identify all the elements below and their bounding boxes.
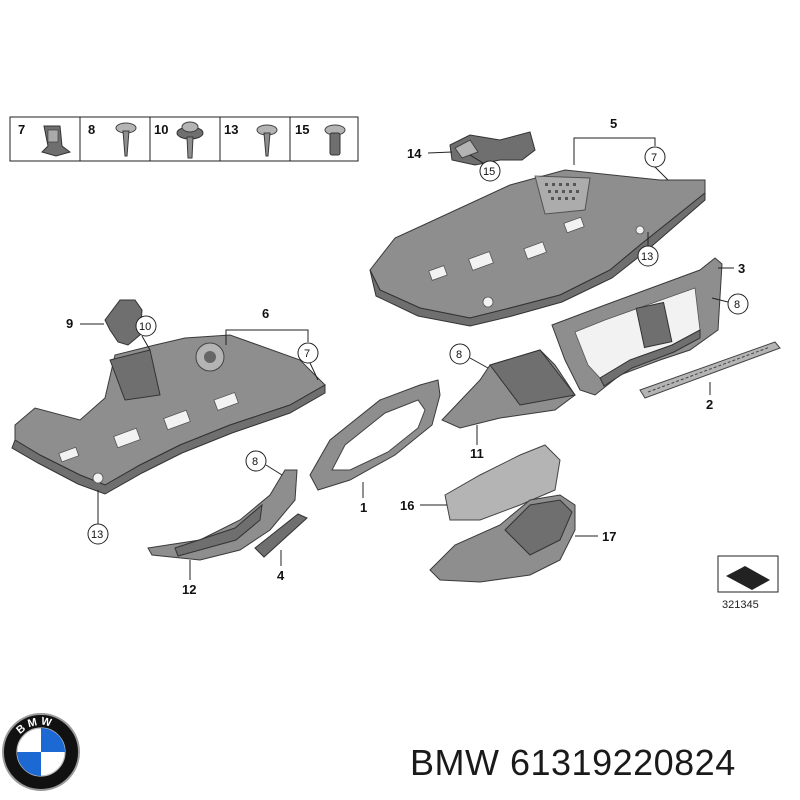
callout-13b: 13 [91, 529, 103, 541]
callout-4: 4 [277, 568, 285, 583]
small-plate [254, 513, 308, 558]
strip-label-7: 7 [18, 122, 25, 137]
callout-9: 9 [66, 316, 73, 331]
callout-11: 11 [470, 446, 484, 461]
strip-label-8: 8 [88, 122, 95, 137]
callout-14: 14 [407, 146, 422, 161]
latch-bracket [104, 299, 143, 346]
side-panel [441, 349, 576, 429]
screw-icon [256, 124, 278, 157]
bolt-icon [324, 124, 346, 156]
brand-part-caption: BMW 61319220824 [410, 742, 736, 783]
callout-8b: 8 [456, 349, 462, 361]
trim-strip [639, 341, 781, 399]
callout-12: 12 [182, 582, 196, 597]
callout-8a: 8 [734, 299, 740, 311]
callout-7b: 7 [304, 348, 310, 360]
glovebox-door-frame [309, 379, 441, 491]
callout-8c: 8 [252, 456, 258, 468]
callouts: 5 7 14 15 13 3 8 2 9 10 6 7 [66, 116, 749, 597]
collar-screw-icon [176, 121, 204, 159]
strip-label-10: 10 [154, 122, 168, 137]
diagram-code-box: 321345 [717, 555, 779, 611]
clip-icon [41, 125, 72, 157]
callout-1: 1 [360, 500, 367, 515]
bmw-logo: BMW [2, 713, 80, 791]
screw-icon [115, 122, 137, 157]
callout-16: 16 [400, 498, 414, 513]
callout-13a: 13 [641, 251, 653, 263]
hardware-strip: 7 8 10 13 15 [9, 116, 359, 162]
strip-label-13: 13 [224, 122, 238, 137]
frame-bracket [551, 257, 723, 396]
knee-cover [444, 444, 561, 521]
knee-housing [429, 494, 576, 583]
callout-15: 15 [483, 166, 495, 178]
callout-10: 10 [139, 321, 151, 333]
callout-17: 17 [602, 529, 616, 544]
strip-label-15: 15 [295, 122, 309, 137]
lower-glovebox-housing [11, 334, 326, 495]
upper-glovebox-housing [369, 169, 706, 327]
callout-5: 5 [610, 116, 617, 131]
diagram-code: 321345 [722, 599, 759, 611]
callout-7a: 7 [651, 152, 657, 164]
callout-2: 2 [706, 397, 713, 412]
lower-trim [147, 469, 298, 561]
callout-3: 3 [738, 261, 745, 276]
small-bracket [449, 131, 536, 166]
callout-6: 6 [262, 306, 269, 321]
